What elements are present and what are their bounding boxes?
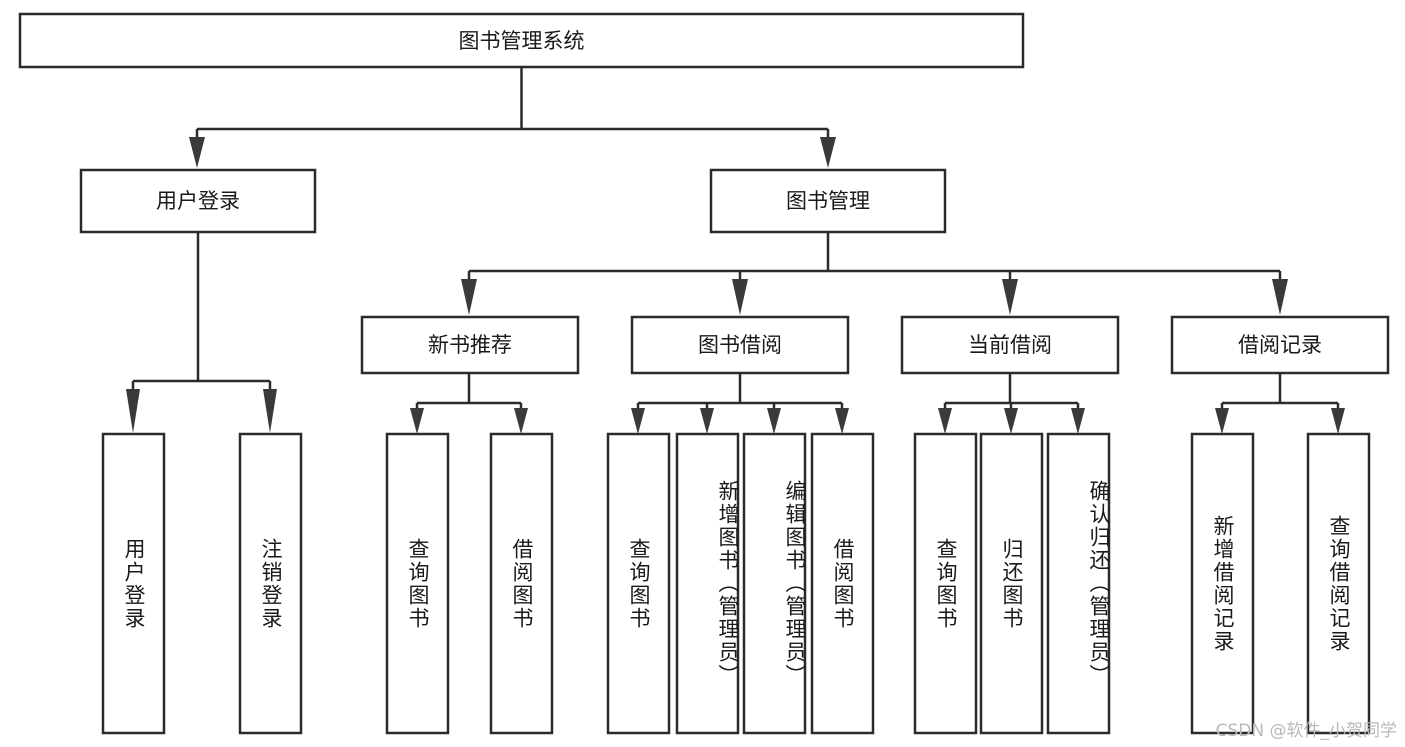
node-user-login-box[interactable] [79, 168, 317, 234]
connector-group-records-to-leaves [1215, 373, 1345, 434]
leaf-box-current-borrow-2[interactable] [979, 432, 1044, 735]
node-user-login[interactable]: 用户登录 [79, 168, 317, 234]
node-book-borrow[interactable]: 图书借阅 [630, 315, 850, 375]
node-current-borrow-box[interactable] [900, 315, 1120, 375]
arrow-head-records-leaf-1 [1215, 408, 1229, 434]
leaf-box-book-borrow-1[interactable] [606, 432, 671, 735]
connector-group-current-to-leaves [938, 373, 1085, 434]
arrow-head-current [1002, 279, 1018, 315]
arrow-head-current-leaf-3 [1071, 408, 1085, 434]
node-borrow-records[interactable]: 借阅记录 [1170, 315, 1390, 375]
arrow-head-leaf-user-login [126, 389, 140, 433]
node-new-book-recommend[interactable]: 新书推荐 [360, 315, 580, 375]
node-root[interactable]: 图书管理系统 [18, 12, 1025, 69]
arrow-head-leaf-logout [263, 389, 277, 433]
leaf-box-new-book-1[interactable] [385, 432, 450, 735]
connector-group-root-to-level2 [189, 67, 836, 168]
node-new-book-recommend-label: 新书推荐 [428, 333, 512, 357]
node-user-login-label: 用户登录 [156, 189, 240, 213]
connector-group-userlogin-to-leaves [126, 232, 277, 433]
leaf-box-borrow-records-1[interactable] [1190, 432, 1255, 735]
leaf-box-book-borrow-3[interactable] [742, 432, 807, 735]
arrow-head-newbook-leaf-2 [514, 408, 528, 434]
arrow-head-borrow-leaf-2 [700, 408, 714, 434]
node-borrow-records-label: 借阅记录 [1238, 333, 1322, 357]
leaf-box-user-login-2[interactable] [238, 432, 303, 735]
arrow-head-borrow-leaf-3 [767, 408, 781, 434]
arrow-head-book-manage [820, 137, 836, 168]
connector-group-bookmanage-to-level3 [461, 232, 1288, 315]
arrow-head-user-login [189, 137, 205, 168]
node-root-box[interactable] [18, 12, 1025, 69]
leaf-box-current-borrow-1[interactable] [913, 432, 978, 735]
node-book-borrow-label: 图书借阅 [698, 333, 782, 357]
arrow-head-current-leaf-2 [1004, 408, 1018, 434]
node-book-manage[interactable]: 图书管理 [709, 168, 947, 234]
arrow-head-borrow-leaf-1 [631, 408, 645, 434]
arrow-head-new-book [461, 279, 477, 315]
connector-group-newbook-to-leaves [410, 373, 528, 434]
arrow-head-records [1272, 279, 1288, 315]
node-new-book-recommend-box[interactable] [360, 315, 580, 375]
leaf-box-book-borrow-2[interactable] [675, 432, 740, 735]
arrow-head-newbook-leaf-1 [410, 408, 424, 434]
node-book-borrow-box[interactable] [630, 315, 850, 375]
node-borrow-records-box[interactable] [1170, 315, 1390, 375]
node-book-manage-box[interactable] [709, 168, 947, 234]
leaf-box-book-borrow-4[interactable] [810, 432, 875, 735]
arrow-head-borrow-leaf-4 [835, 408, 849, 434]
arrow-head-current-leaf-1 [938, 408, 952, 434]
leaf-box-borrow-records-2[interactable] [1306, 432, 1371, 735]
arrow-head-records-leaf-2 [1331, 408, 1345, 434]
node-root-label: 图书管理系统 [459, 29, 585, 53]
leaf-box-new-book-2[interactable] [489, 432, 554, 735]
node-current-borrow-label: 当前借阅 [968, 333, 1052, 357]
node-book-manage-label: 图书管理 [786, 189, 870, 213]
node-current-borrow[interactable]: 当前借阅 [900, 315, 1120, 375]
leaf-box-current-borrow-3[interactable] [1046, 432, 1111, 735]
connector-group-borrow-to-leaves [631, 373, 849, 434]
arrow-head-borrow [732, 279, 748, 315]
csdn-watermark: CSDN @软件_小贺同学 [1215, 721, 1397, 741]
leaf-box-user-login-1[interactable] [101, 432, 166, 735]
